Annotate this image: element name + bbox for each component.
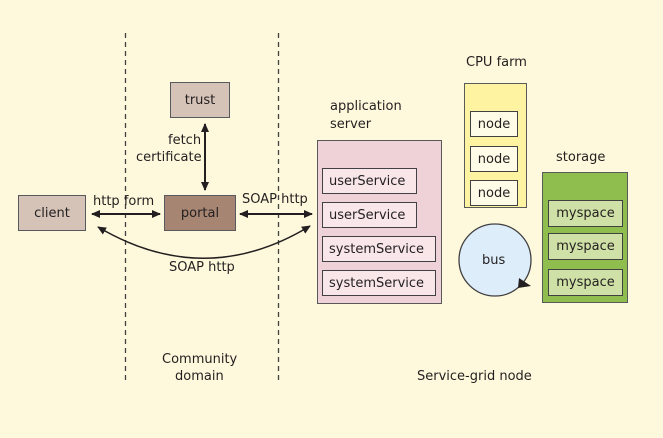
edge-label-fetch: fetch bbox=[168, 133, 202, 148]
bus-label: bus bbox=[482, 253, 506, 268]
client-label: client bbox=[34, 205, 70, 221]
service-box: systemService bbox=[322, 236, 436, 262]
cpu-node-label: node bbox=[477, 151, 511, 167]
cpu-node-label: node bbox=[477, 116, 511, 132]
bus-circle bbox=[458, 223, 532, 297]
myspace-label: myspace bbox=[556, 275, 615, 290]
service-box: userService bbox=[322, 168, 417, 194]
edge-label-http-form: http form bbox=[93, 194, 155, 209]
portal-node: portal bbox=[164, 195, 236, 231]
service-box: userService bbox=[322, 202, 417, 228]
cpu-farm-title: CPU farm bbox=[466, 55, 527, 70]
region-label-community-1: Community bbox=[162, 352, 238, 367]
cpu-node: node bbox=[470, 111, 518, 137]
service-box: systemService bbox=[322, 270, 436, 296]
edge-label-soap-http-bottom: SOAP http bbox=[169, 260, 235, 275]
service-label: systemService bbox=[329, 241, 425, 257]
service-label: systemService bbox=[329, 275, 425, 291]
myspace-label: myspace bbox=[556, 206, 615, 221]
myspace-label: myspace bbox=[556, 239, 615, 254]
service-label: userService bbox=[329, 173, 406, 189]
cpu-node-label: node bbox=[477, 185, 511, 201]
storage-title: storage bbox=[556, 150, 606, 165]
cpu-node: node bbox=[470, 146, 518, 172]
app-server-title-2: server bbox=[330, 117, 372, 132]
myspace-box: myspace bbox=[548, 200, 623, 227]
edge-label-certificate: certificate bbox=[136, 150, 202, 165]
app-server-title-1: application bbox=[330, 99, 402, 114]
service-label: userService bbox=[329, 207, 406, 223]
cpu-node: node bbox=[470, 180, 518, 206]
region-label-community-2: domain bbox=[175, 369, 224, 384]
arrow-client-appserver bbox=[97, 225, 311, 259]
portal-label: portal bbox=[180, 205, 220, 221]
trust-label: trust bbox=[184, 92, 216, 108]
myspace-box: myspace bbox=[548, 233, 623, 260]
client-node: client bbox=[18, 195, 86, 231]
trust-node: trust bbox=[170, 82, 230, 118]
region-label-service-grid: Service-grid node bbox=[417, 369, 532, 384]
myspace-box: myspace bbox=[548, 269, 623, 296]
bus-arrow-icon bbox=[518, 278, 531, 288]
edge-label-soap-http-top: SOAP http bbox=[242, 192, 308, 207]
